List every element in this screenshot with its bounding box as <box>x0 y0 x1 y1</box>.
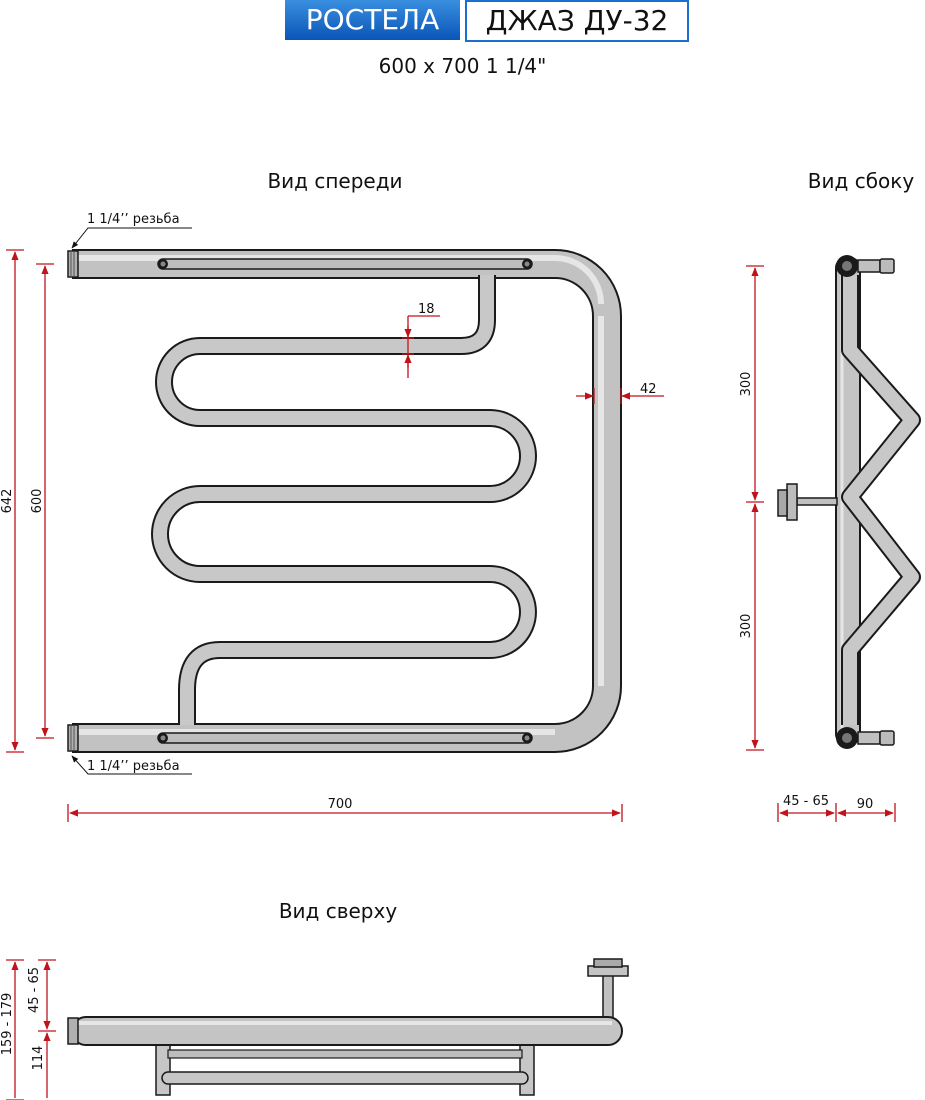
thread-label-bottom: 1 1/4’’ резьба <box>87 759 180 774</box>
top-view-drawing <box>67 958 629 1096</box>
dim-top-overall-label: 159 - 179 <box>0 993 15 1056</box>
dim-pipe <box>576 388 664 404</box>
dim-width <box>67 804 623 822</box>
dim-axis-height-label: 600 <box>30 489 45 514</box>
thread-leader-bottom <box>71 755 192 775</box>
dim-side-height <box>746 265 764 751</box>
dim-axis-height <box>36 263 54 739</box>
dim-side-upper-label: 300 <box>739 372 754 397</box>
dim-pipe-label: 42 <box>640 382 657 397</box>
dim-overall-height <box>6 249 24 753</box>
front-view-drawing <box>67 249 622 753</box>
dim-gap <box>402 315 440 378</box>
dim-side-depth <box>777 803 896 822</box>
top-view-title: Вид сверху <box>279 899 398 923</box>
dim-top-depth <box>6 959 56 1100</box>
dim-top-depth-label: 114 <box>31 1046 46 1071</box>
dim-wall-offset-label: 45 - 65 <box>783 794 829 809</box>
dim-side-lower-label: 300 <box>739 614 754 639</box>
side-view-drawing <box>777 255 921 749</box>
front-view-title: Вид спереди <box>267 169 402 193</box>
brand-logo: РОСТЕЛА <box>285 0 460 40</box>
dim-overall-height-label: 642 <box>0 489 15 514</box>
model-title: ДЖАЗ ДУ-32 <box>465 0 689 42</box>
dim-top-offset-label: 45 - 65 <box>27 967 42 1013</box>
thread-leader-top <box>71 227 192 249</box>
thread-label-top: 1 1/4’’ резьба <box>87 212 180 227</box>
dim-gap-label: 18 <box>418 302 435 317</box>
size-subtitle: 600 x 700 1 1/4" <box>378 54 547 78</box>
serpentine-coil <box>151 275 537 725</box>
side-view-title: Вид сбоку <box>808 169 915 193</box>
main-pipe <box>72 249 622 753</box>
dim-depth-label: 90 <box>857 797 874 812</box>
dim-width-label: 700 <box>328 797 353 812</box>
